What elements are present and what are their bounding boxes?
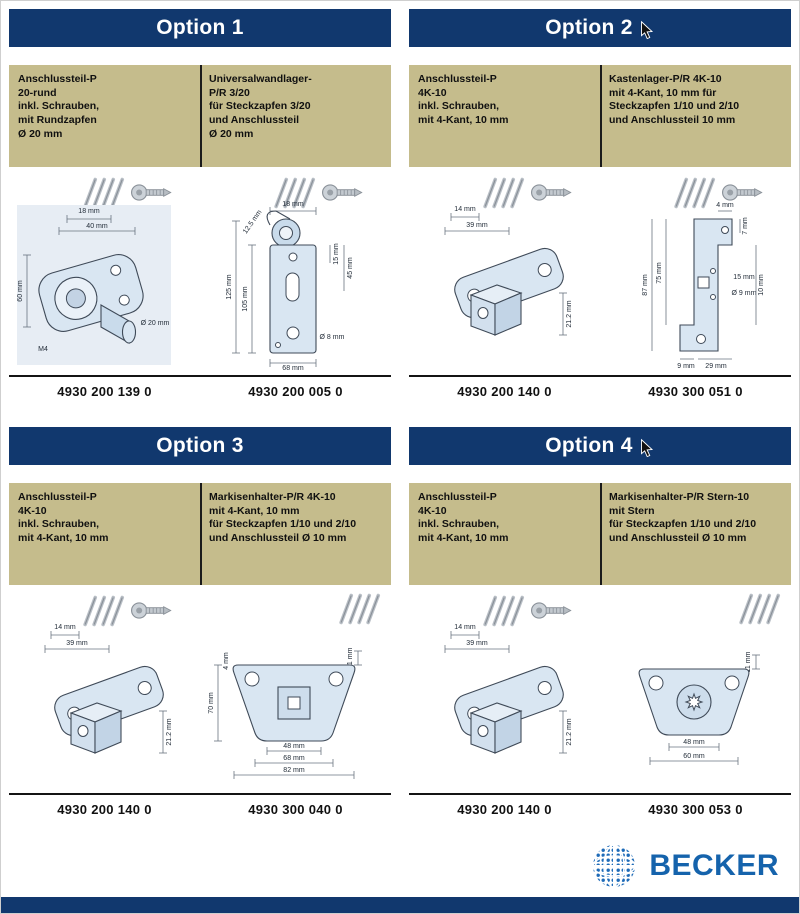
becker-globe-logo-icon (592, 844, 637, 888)
drawing-area (9, 167, 200, 375)
drawing-area (200, 585, 391, 793)
option-section-3: Option 3 Anschlussteil-P 4K-10 inkl. Sch… (9, 427, 391, 821)
option-1-header[interactable]: Option 1 (9, 9, 391, 47)
product-description: Anschlussteil-P 20-rund inkl. Schrauben,… (9, 65, 200, 167)
product-description: Universalwandlager- P/R 3/20 für Steckza… (200, 65, 391, 167)
drawing-area (409, 585, 600, 793)
option-1-cards: Anschlussteil-P 20-rund inkl. Schrauben,… (9, 65, 391, 375)
technical-drawing-anschlussteil-4k (15, 617, 195, 789)
product-description: Markisenhalter-P/R 4K-10 mit 4-Kant, 10 … (200, 483, 391, 585)
option-3-cards: Anschlussteil-P 4K-10 inkl. Schrauben, m… (9, 483, 391, 793)
part-number: 4930 200 140 0 (457, 802, 552, 817)
drawing-area (409, 167, 600, 375)
technical-drawing-anschlussteil-rund (15, 199, 195, 371)
part-number-rule (409, 375, 791, 377)
technical-drawing-kastenlager (606, 199, 786, 371)
options-row-top: Option 1 Anschlussteil-P 20-rund inkl. S… (1, 1, 799, 403)
part-number-row: 4930 200 140 0 4930 300 051 0 (409, 377, 791, 403)
part-number-rule (9, 375, 391, 377)
drawing-area (200, 167, 391, 375)
option-title: Option 4 (545, 434, 633, 457)
option-3-header[interactable]: Option 3 (9, 427, 391, 465)
drawing-area (600, 167, 791, 375)
product-card: Universalwandlager- P/R 3/20 für Steckza… (200, 65, 391, 375)
product-card: Kastenlager-P/R 4K-10 mit 4-Kant, 10 mm … (600, 65, 791, 375)
part-number-row: 4930 200 139 0 4930 200 005 0 (9, 377, 391, 403)
part-number: 4930 300 053 0 (648, 802, 743, 817)
product-card: Anschlussteil-P 20-rund inkl. Schrauben,… (9, 65, 200, 375)
drawing-area (600, 585, 791, 793)
product-card: Markisenhalter-P/R Stern-10 mit Stern fü… (600, 483, 791, 793)
brand-area: BECKER (1, 833, 799, 897)
technical-drawing-markisenhalter-4k (206, 617, 386, 789)
technical-drawing-universalwandlager (206, 199, 386, 371)
part-number-row: 4930 200 140 0 4930 300 053 0 (409, 795, 791, 821)
options-row-bottom: Option 3 Anschlussteil-P 4K-10 inkl. Sch… (1, 403, 799, 821)
technical-drawing-markisenhalter-stern (606, 617, 786, 789)
option-section-2: Option 2 Anschlussteil-P 4K-10 inkl. Sch… (409, 9, 791, 403)
product-card: Anschlussteil-P 4K-10 inkl. Schrauben, m… (9, 483, 200, 793)
option-2-cards: Anschlussteil-P 4K-10 inkl. Schrauben, m… (409, 65, 791, 375)
part-number: 4930 200 140 0 (57, 802, 152, 817)
part-number-row: 4930 200 140 0 4930 300 040 0 (9, 795, 391, 821)
option-4-cards: Anschlussteil-P 4K-10 inkl. Schrauben, m… (409, 483, 791, 793)
part-number-rule (9, 793, 391, 795)
footer-bar (1, 897, 799, 913)
product-card: Markisenhalter-P/R 4K-10 mit 4-Kant, 10 … (200, 483, 391, 793)
part-number: 4930 300 040 0 (248, 802, 343, 817)
product-description: Anschlussteil-P 4K-10 inkl. Schrauben, m… (409, 483, 600, 585)
product-description: Anschlussteil-P 4K-10 inkl. Schrauben, m… (9, 483, 200, 585)
part-number: 4930 200 140 0 (457, 384, 552, 399)
drawing-area (9, 585, 200, 793)
brand-wordmark: BECKER (649, 849, 779, 882)
technical-drawing-anschlussteil-4k (415, 199, 595, 371)
mouse-cursor-icon (640, 438, 653, 458)
option-title: Option 1 (156, 16, 244, 39)
product-description: Kastenlager-P/R 4K-10 mit 4-Kant, 10 mm … (600, 65, 791, 167)
part-number: 4930 200 139 0 (57, 384, 152, 399)
option-title: Option 3 (156, 434, 244, 457)
mouse-cursor-icon (640, 20, 653, 40)
product-card: Anschlussteil-P 4K-10 inkl. Schrauben, m… (409, 483, 600, 793)
option-title: Option 2 (545, 16, 633, 39)
part-number: 4930 200 005 0 (248, 384, 343, 399)
part-number: 4930 300 051 0 (648, 384, 743, 399)
option-4-header[interactable]: Option 4 (409, 427, 791, 465)
option-section-1: Option 1 Anschlussteil-P 20-rund inkl. S… (9, 9, 391, 403)
page-footer: BECKER (1, 833, 799, 913)
product-card: Anschlussteil-P 4K-10 inkl. Schrauben, m… (409, 65, 600, 375)
option-2-header[interactable]: Option 2 (409, 9, 791, 47)
part-number-rule (409, 793, 791, 795)
technical-drawing-anschlussteil-4k (415, 617, 595, 789)
product-description: Anschlussteil-P 4K-10 inkl. Schrauben, m… (409, 65, 600, 167)
product-description: Markisenhalter-P/R Stern-10 mit Stern fü… (600, 483, 791, 585)
option-section-4: Option 4 Anschlussteil-P 4K-10 inkl. Sch… (409, 427, 791, 821)
